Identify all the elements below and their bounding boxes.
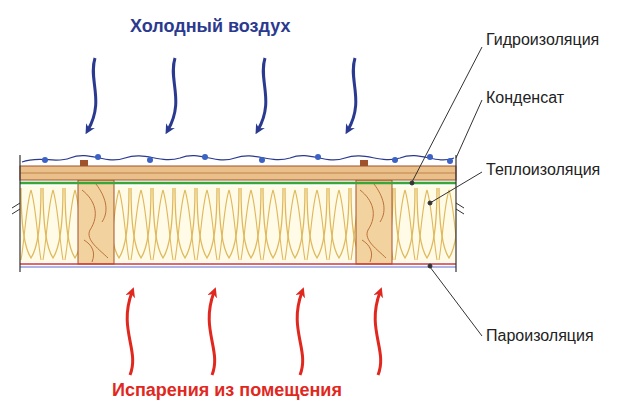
waterproofing-line [20, 182, 456, 185]
condensate-film [22, 156, 454, 162]
part-label: Гидроизоляция [486, 30, 599, 49]
roof-board [20, 166, 456, 180]
heading-label: Испарения из помещения [112, 380, 342, 402]
heading-label: Холодный воздух [130, 16, 290, 38]
cold-air-arrow [88, 58, 356, 130]
part-label: Пароизоляция [486, 326, 594, 345]
condensate-drop [42, 154, 453, 164]
leader-line [410, 47, 482, 336]
vapour-barrier [20, 263, 456, 265]
part-label: Конденсат [486, 88, 564, 107]
vapour-arrow [127, 292, 381, 375]
part-label: Теплоизоляция [486, 160, 600, 179]
rafter [78, 180, 392, 264]
